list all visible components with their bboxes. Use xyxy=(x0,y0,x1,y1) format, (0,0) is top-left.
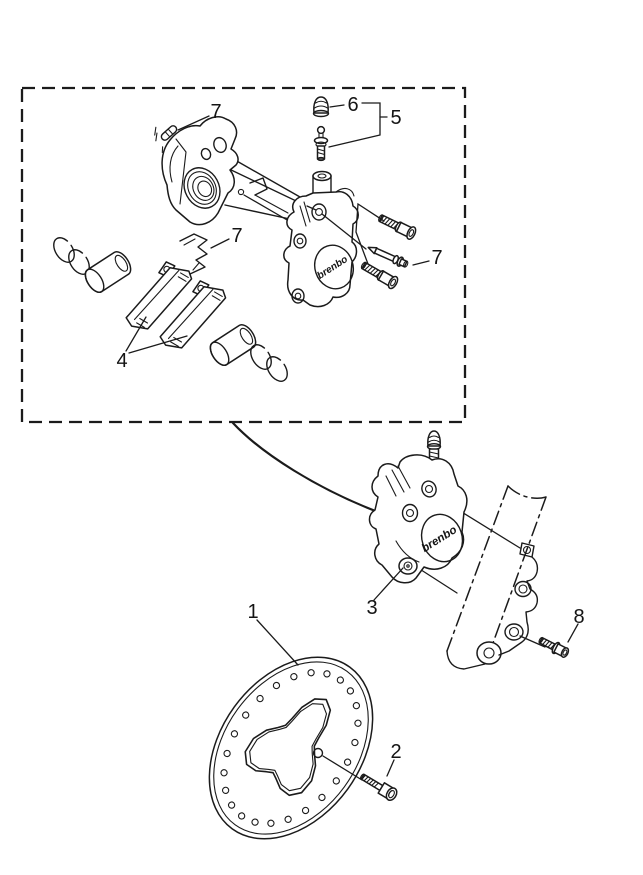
callout-leader xyxy=(386,759,395,777)
piston-seal-set-drawing xyxy=(53,237,288,382)
connector-curve xyxy=(231,421,380,514)
piston-drawing xyxy=(84,251,132,293)
callout-3-label: 3 xyxy=(366,597,377,619)
callout-8: 8 xyxy=(567,606,585,643)
mount-bolt-drawing xyxy=(538,636,570,658)
callout-8-label: 8 xyxy=(573,606,584,628)
callout-leader xyxy=(177,115,210,131)
callout-7a-label: 7 xyxy=(210,101,221,123)
callout-bracket xyxy=(328,102,381,148)
pad-pin-drawing xyxy=(367,246,409,268)
retainer-pin-drawing xyxy=(154,125,178,154)
caliper-assembly-drawing: brenbo xyxy=(368,430,468,584)
brake-pad-drawing xyxy=(159,280,227,349)
bleed-cap-drawing xyxy=(312,96,330,118)
callout-leader xyxy=(373,567,404,601)
pad-spring-drawing xyxy=(179,233,208,275)
brake-disc-drawing xyxy=(208,656,374,840)
callout-7c-label: 7 xyxy=(431,247,442,269)
callout-leader xyxy=(412,260,430,266)
callout-4-label: 4 xyxy=(116,350,127,372)
mount-line-bolt8 xyxy=(519,635,546,648)
callout-7a: 7 xyxy=(177,101,222,131)
caliper-bolt-lower-drawing xyxy=(360,261,399,290)
bolt-bracket-line xyxy=(355,202,385,265)
callout-7c: 7 xyxy=(412,247,443,269)
callout-6: 6 xyxy=(329,94,359,116)
exploded-view-box xyxy=(20,86,467,424)
callout-5: 5 xyxy=(328,102,402,148)
callout-1-label: 1 xyxy=(247,601,258,623)
callout-leader xyxy=(125,316,147,352)
callout-leader xyxy=(256,619,299,666)
callout-leader xyxy=(329,104,345,108)
seal-ring-drawing xyxy=(53,237,75,263)
bleed-screw-drawing xyxy=(313,125,329,162)
callout-4: 4 xyxy=(116,316,188,372)
seal-ring-drawing xyxy=(266,356,288,382)
callout-3: 3 xyxy=(366,567,404,619)
alignment-line-through xyxy=(306,205,317,211)
callout-2: 2 xyxy=(386,741,402,777)
callout-1: 1 xyxy=(247,601,299,666)
callout-leader xyxy=(567,623,579,643)
alignment-line-to-pin xyxy=(321,213,367,250)
piston-drawing xyxy=(209,324,257,366)
disc-bolt-drawing xyxy=(360,773,398,802)
disc-bolt-leader xyxy=(322,755,363,781)
callout-leader xyxy=(210,238,230,249)
callout-7b-label: 7 xyxy=(231,225,242,247)
alignment-line-lower xyxy=(243,194,295,225)
callout-2-label: 2 xyxy=(390,741,401,763)
callout-5-label: 5 xyxy=(390,107,401,129)
carrier-arm-drawing xyxy=(220,159,301,222)
callout-7b: 7 xyxy=(210,225,243,249)
caliper-body-drawing: brenbo xyxy=(283,170,359,308)
callout-leader xyxy=(128,335,188,354)
caliper-bolt-upper-drawing xyxy=(378,214,417,240)
carrier-bracket-drawing xyxy=(161,116,239,226)
seal-ring-drawing xyxy=(250,344,272,370)
callout-6-label: 6 xyxy=(347,94,358,116)
fork-leg-drawing xyxy=(446,485,547,670)
